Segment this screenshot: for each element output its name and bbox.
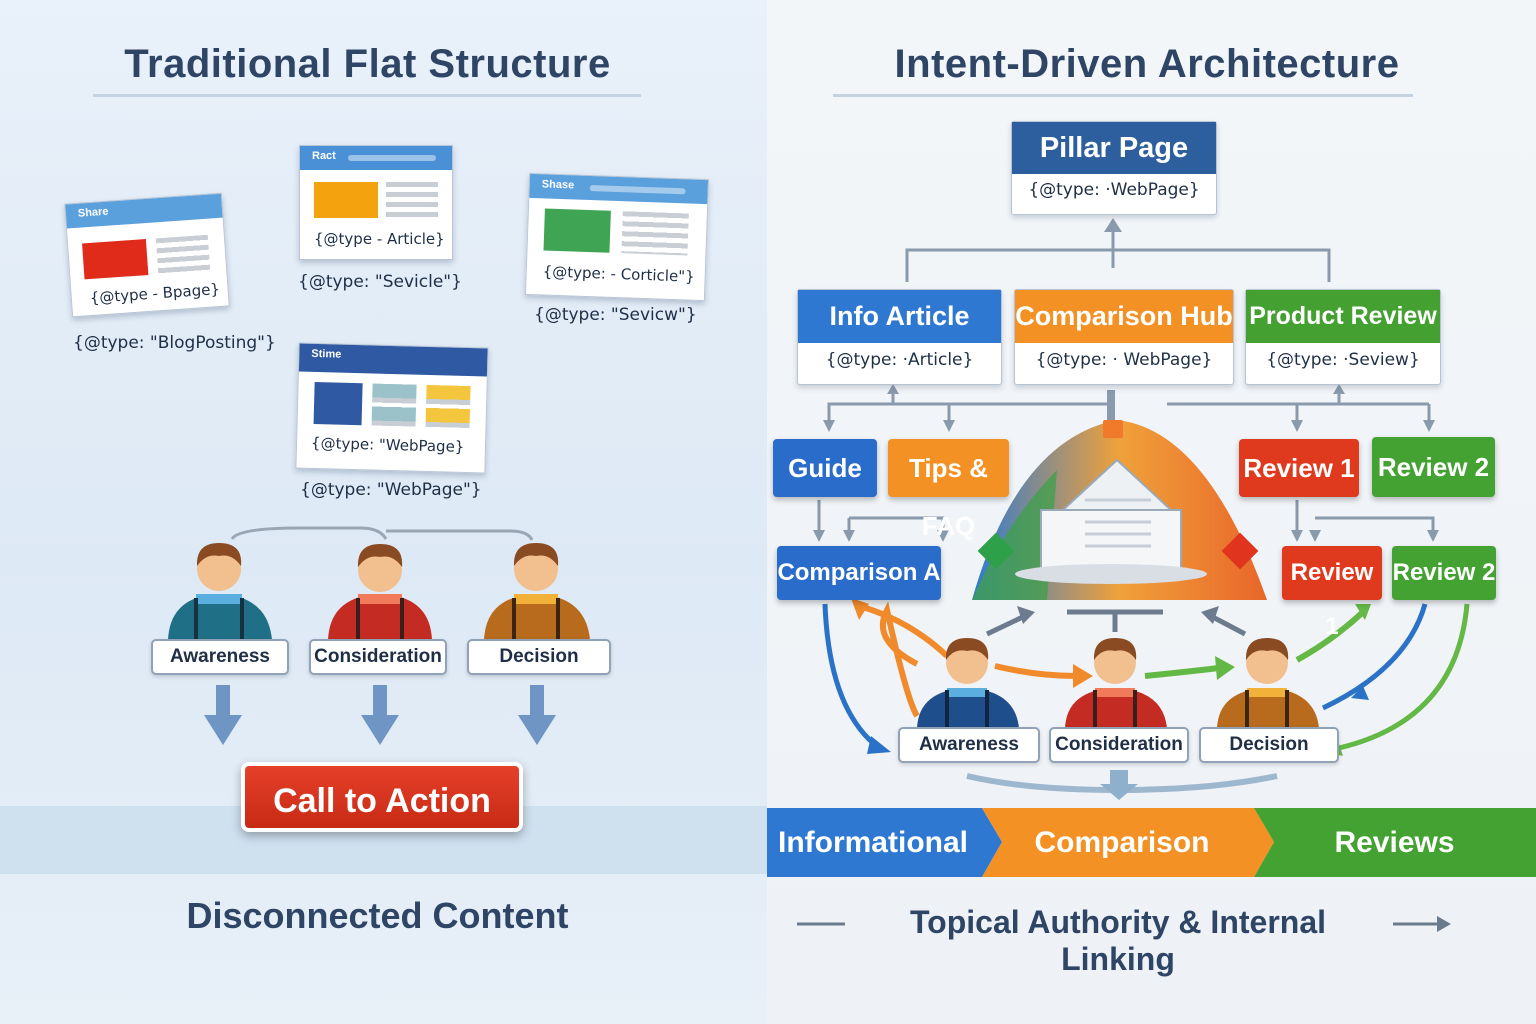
node-guide[interactable]: Guide (773, 439, 877, 497)
left-panel: Traditional Flat Structure Share {@type … (0, 0, 767, 1024)
left-stage-awareness: Awareness (151, 639, 289, 675)
card-2-header: Ract (312, 150, 336, 162)
hub-info-article[interactable]: Info Article {@type: ·Article} (797, 289, 1002, 385)
card-2-label: {@type: "Sevicle"} (298, 272, 462, 292)
right-title: Intent-Driven Architecture (894, 42, 1400, 86)
card-1-label: {@type: "BlogPosting"} (73, 333, 276, 353)
hub-info-article-schema: {@type: ·Article} (825, 350, 974, 370)
card-4-label: {@type: "WebPage"} (300, 480, 482, 500)
left-persona-consideration (328, 544, 432, 640)
band-informational: Informational (777, 826, 968, 859)
band-reviews: Reviews (1334, 826, 1455, 859)
right-stage-consideration: Consideration (1049, 727, 1189, 763)
node-tips-faq[interactable]: Tips & FAQ (888, 439, 1009, 541)
right-title-rule (833, 94, 1413, 97)
card-2-text-lines (386, 182, 438, 218)
right-stage-awareness: Awareness (898, 727, 1040, 763)
hub-info-article-title: Info Article (798, 290, 1001, 343)
pillar-page-schema: {@type: ·WebPage} (1028, 180, 1200, 200)
hub-comparison-schema: {@type: · WebPage} (1035, 350, 1213, 370)
center-building (1040, 509, 1182, 573)
hub-product-review-schema: {@type: ·Seview} (1266, 350, 1420, 370)
right-persona-decision (1217, 638, 1319, 728)
right-graphics (813, 218, 1470, 800)
right-panel: Intent-Driven Architecture (767, 0, 1536, 1024)
hub-product-review-title: Product Review (1246, 290, 1440, 343)
right-bottom-label: Topical Authority & Internal Linking (909, 904, 1326, 977)
node-review-1-top[interactable]: Review 1 (1239, 439, 1359, 497)
node-review-2-top[interactable]: Review 2 (1372, 437, 1495, 497)
pillar-page-node[interactable]: Pillar Page {@type: ·WebPage} (1011, 121, 1217, 215)
hub-comparison-title: Comparison Hub (1015, 290, 1233, 343)
node-comparison-a[interactable]: Comparison A (777, 546, 941, 600)
card-2-schema: {@type - Article} (314, 230, 445, 248)
node-review-2-bottom[interactable]: Review 2 (1392, 546, 1496, 600)
left-persona-awareness (168, 543, 272, 640)
right-stage-decision: Decision (1199, 727, 1339, 763)
left-stage-consideration: Consideration (309, 639, 447, 675)
page-card-2: Ract {@type - Article} (299, 145, 453, 260)
left-title: Traditional Flat Structure (124, 42, 611, 86)
hub-comparison[interactable]: Comparison Hub {@type: · WebPage} (1014, 289, 1234, 385)
left-stage-decision: Decision (467, 639, 611, 675)
pillar-page-title: Pillar Page (1012, 122, 1216, 174)
right-persona-awareness (917, 638, 1019, 728)
card-3-label: {@type: "Sevicw"} (534, 305, 697, 325)
left-persona-decision (484, 543, 590, 640)
intent-band (767, 808, 1536, 932)
node-review-1-bottom[interactable]: Review 1 (1282, 546, 1382, 640)
right-persona-consideration (1065, 638, 1167, 728)
card-2-bar: Ract (300, 146, 452, 170)
call-to-action-button[interactable]: Call to Action (241, 762, 523, 832)
left-graphics (168, 526, 590, 745)
left-down-arrows (204, 685, 556, 745)
hub-product-review[interactable]: Product Review {@type: ·Seview} (1245, 289, 1441, 385)
left-title-rule (93, 94, 641, 97)
band-comparison: Comparison (1034, 826, 1210, 859)
left-bottom-label: Disconnected Content (186, 895, 569, 936)
card-2-orange-block (314, 182, 378, 218)
